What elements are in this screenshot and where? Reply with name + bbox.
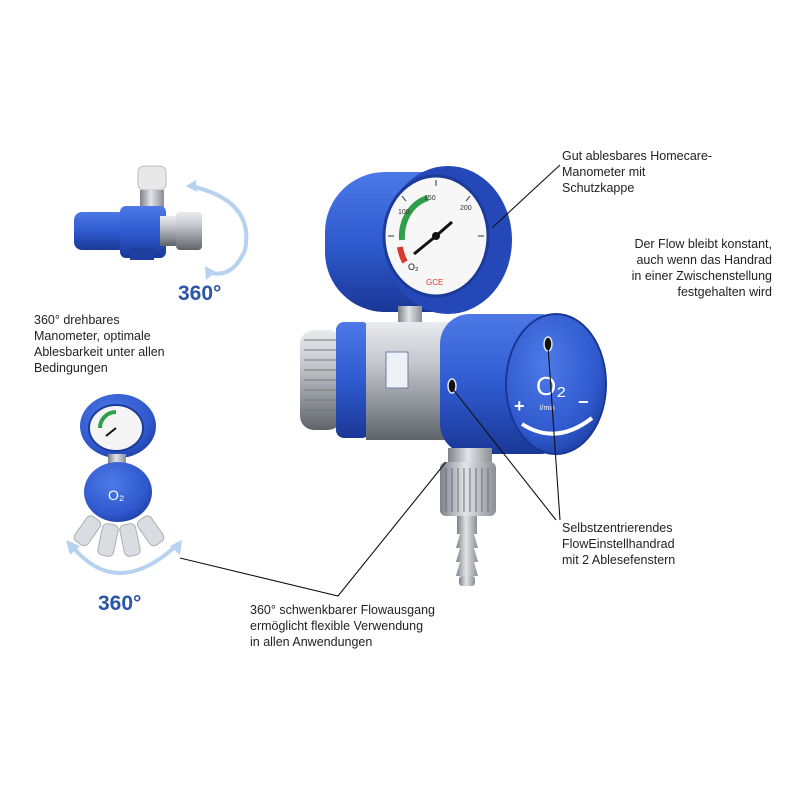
- label-line: Schutzkappe: [562, 181, 635, 195]
- svg-text:GCE: GCE: [426, 278, 443, 287]
- label-line: Der Flow bleibt konstant,: [634, 237, 772, 251]
- label-line: Selbstzentrierendes: [562, 521, 673, 535]
- label-line: Manometer, optimale: [34, 329, 151, 343]
- label-rotatable-manometer: 360° drehbares Manometer, optimale Ables…: [34, 312, 165, 376]
- label-line: Gut ablesbares Homecare-: [562, 149, 713, 163]
- svg-text:O₂: O₂: [408, 262, 419, 272]
- label-line: 360° drehbares: [34, 313, 120, 327]
- label-self-centering: Selbstzentrierendes FlowEinstellhandrad …: [562, 520, 675, 568]
- label-manometer-top: Gut ablesbares Homecare- Manometer mit S…: [562, 148, 712, 196]
- svg-text:l/min: l/min: [540, 405, 555, 412]
- front-view-regulator-icon: O₂: [73, 394, 165, 557]
- label-line: 360° schwenkbarer Flowausgang: [250, 603, 435, 617]
- svg-text:150: 150: [424, 195, 436, 202]
- label-line: ermöglicht flexible Verwendung: [250, 619, 424, 633]
- swivel-arrow-icon: [70, 544, 178, 575]
- label-line: mit 2 Ablesefenstern: [562, 553, 676, 567]
- label-line: festgehalten wird: [677, 285, 772, 299]
- side-view-regulator-icon: [74, 165, 202, 260]
- label-line: in einer Zwischenstellung: [631, 269, 772, 283]
- label-line: Manometer mit: [562, 165, 646, 179]
- label-line: Ablesbarkeit unter allen: [34, 345, 165, 359]
- label-flow-constant: Der Flow bleibt konstant, auch wenn das …: [612, 236, 772, 300]
- svg-text:+: +: [514, 396, 525, 416]
- main-pressure-gauge-icon: 150 200 100 O₂ GCE: [325, 166, 512, 314]
- svg-text:O₂: O₂: [108, 487, 124, 503]
- svg-text:200: 200: [460, 205, 472, 212]
- outlet-hose-barb-icon: [440, 448, 496, 586]
- degree-badge-top: 360°: [178, 282, 222, 305]
- label-line: in allen Anwendungen: [250, 635, 373, 649]
- label-line: Bedingungen: [34, 361, 108, 375]
- svg-text:−: −: [578, 392, 589, 412]
- rotation-arrow-icon: [189, 184, 249, 276]
- svg-text:100: 100: [398, 209, 410, 216]
- degree-badge-bottom: 360°: [98, 592, 142, 615]
- label-swivel-outlet: 360° schwenkbarer Flowausgang ermöglicht…: [250, 602, 435, 650]
- regulator-body-icon: O₂ l/min + −: [300, 313, 607, 455]
- label-line: FlowEinstellhandrad: [562, 537, 675, 551]
- label-line: auch wenn das Handrad: [636, 253, 772, 267]
